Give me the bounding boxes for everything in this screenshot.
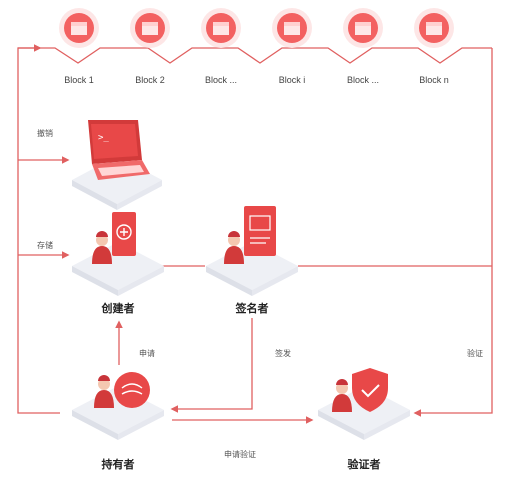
verifier-label: 验证者 bbox=[347, 458, 381, 471]
chain-line bbox=[18, 47, 492, 64]
person-icon bbox=[332, 379, 352, 412]
left-loop-line bbox=[17, 44, 60, 414]
shield-icon bbox=[352, 368, 388, 412]
certificate-icon bbox=[244, 206, 276, 256]
block-label: Block 2 bbox=[135, 75, 165, 85]
block-label: Block i bbox=[278, 75, 306, 85]
signer-node bbox=[206, 206, 298, 296]
person-icon bbox=[224, 231, 244, 264]
laptop-node: >_ bbox=[72, 120, 162, 210]
block-node bbox=[272, 8, 312, 48]
block-node bbox=[414, 8, 454, 48]
block-node bbox=[201, 8, 241, 48]
apply-verify-label: 申请验证 bbox=[224, 450, 256, 459]
block-node bbox=[59, 8, 99, 48]
block-node bbox=[130, 8, 170, 48]
right-loop-line bbox=[413, 48, 493, 417]
issue-arrow bbox=[170, 318, 253, 413]
revoke-label: 撤销 bbox=[37, 129, 53, 138]
block-node bbox=[343, 8, 383, 48]
block-label: Block ... bbox=[204, 75, 238, 85]
issue-label: 签发 bbox=[275, 349, 291, 358]
holder-node bbox=[72, 372, 164, 440]
apply-label: 申请 bbox=[139, 349, 155, 358]
verifier-node bbox=[318, 368, 410, 440]
block-chain bbox=[59, 8, 454, 48]
holder-label: 持有者 bbox=[101, 458, 135, 471]
store-label: 存储 bbox=[37, 241, 53, 250]
hand-credential-icon bbox=[114, 372, 150, 408]
block-label: Block ... bbox=[346, 75, 380, 85]
terminal-icon: >_ bbox=[98, 133, 109, 143]
verify-label: 验证 bbox=[467, 349, 483, 358]
block-label: Block n bbox=[419, 75, 449, 85]
creator-label: 创建者 bbox=[101, 302, 135, 315]
block-label: Block 1 bbox=[64, 75, 94, 85]
person-icon bbox=[92, 231, 112, 264]
creator-node bbox=[72, 212, 164, 296]
signer-label: 签名者 bbox=[235, 302, 269, 315]
person-icon bbox=[94, 375, 114, 408]
